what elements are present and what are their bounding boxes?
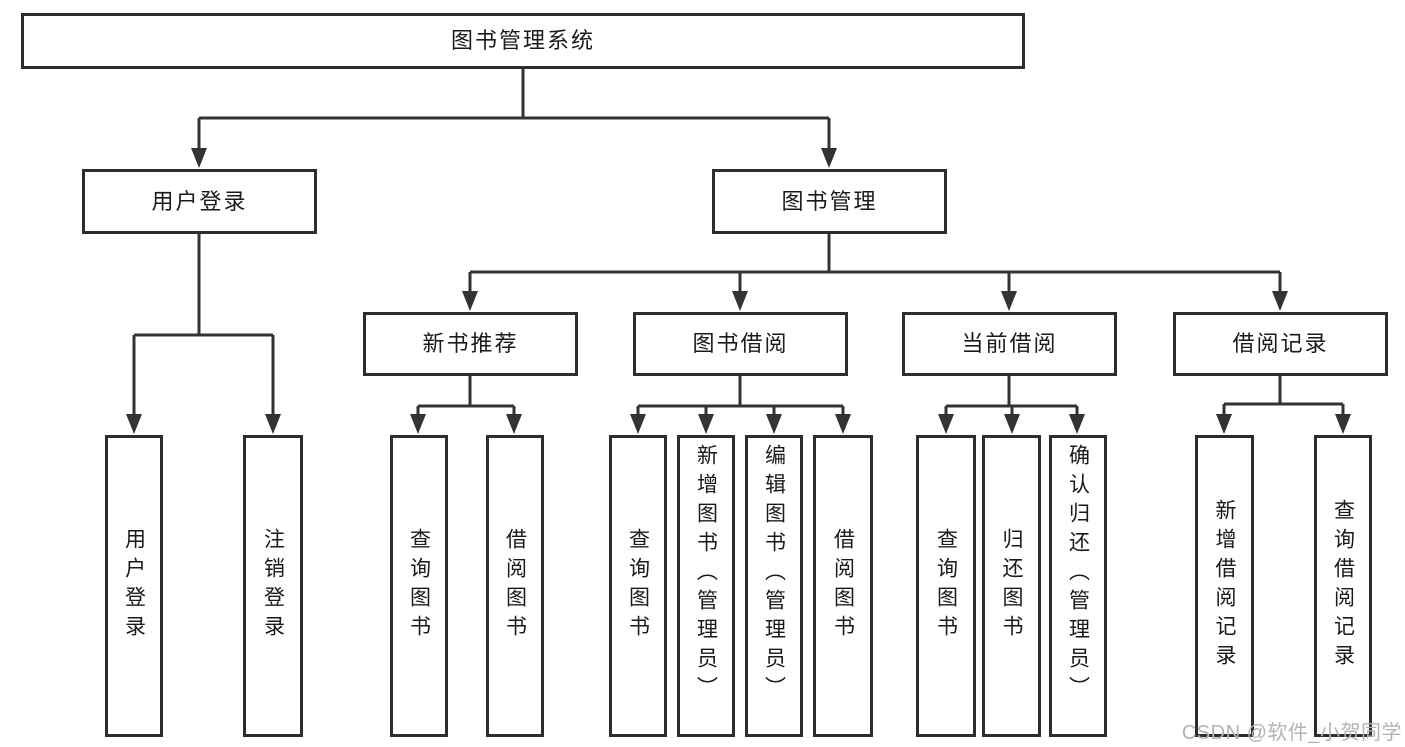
node-user-login: 用户登录: [82, 169, 317, 234]
leaf-label: 注销登录: [261, 528, 285, 644]
leaf-label: 归还图书: [1000, 528, 1023, 644]
node-library-management-system: 图书管理系统: [21, 13, 1025, 69]
node-label: 借阅记录: [1232, 331, 1329, 356]
leaf-confirm-return-admin: 确认归还（管理员）: [1049, 435, 1107, 737]
leaf-label: 借阅图书: [831, 528, 855, 644]
leaf-logout: 注销登录: [243, 435, 303, 737]
node-label: 图书管理: [781, 188, 878, 214]
node-label: 图书借阅: [692, 331, 789, 356]
leaf-label: 查询图书: [934, 528, 958, 644]
node-label: 当前借阅: [961, 331, 1058, 356]
leaf-edit-books-admin: 编辑图书（管理员）: [745, 435, 803, 737]
leaf-return-books: 归还图书: [982, 435, 1041, 737]
leaf-label: 借阅图书: [503, 528, 527, 644]
leaf-borrow-books: 借阅图书: [813, 435, 873, 737]
leaf-label: 查询借阅记录: [1331, 499, 1355, 673]
leaf-label: 新增借阅记录: [1213, 499, 1236, 673]
leaf-borrow-books-recommend: 借阅图书: [486, 435, 544, 737]
leaf-label: 新增图书（管理员）: [694, 444, 718, 705]
leaf-user-login: 用户登录: [105, 435, 163, 737]
leaf-query-books-borrowing: 查询图书: [609, 435, 667, 737]
node-book-borrowing: 图书借阅: [633, 312, 848, 376]
node-current-borrowing: 当前借阅: [902, 312, 1117, 376]
leaf-query-borrow-record: 查询借阅记录: [1314, 435, 1372, 737]
node-new-book-recommendation: 新书推荐: [363, 312, 578, 376]
node-label: 新书推荐: [422, 331, 519, 356]
leaf-label: 查询图书: [407, 528, 431, 644]
node-borrowing-records: 借阅记录: [1173, 312, 1388, 376]
leaf-label: 编辑图书（管理员）: [762, 444, 786, 705]
leaf-query-books-current: 查询图书: [916, 435, 976, 737]
leaf-query-books-recommend: 查询图书: [390, 435, 448, 737]
leaf-label: 用户登录: [122, 528, 146, 644]
leaf-label: 确认归还（管理员）: [1066, 444, 1090, 705]
leaf-label: 查询图书: [626, 528, 650, 644]
leaf-add-books-admin: 新增图书（管理员）: [677, 435, 735, 737]
node-book-management: 图书管理: [712, 169, 947, 234]
node-label: 图书管理系统: [450, 28, 595, 53]
leaf-add-borrow-record: 新增借阅记录: [1195, 435, 1254, 737]
node-label: 用户登录: [151, 188, 248, 214]
